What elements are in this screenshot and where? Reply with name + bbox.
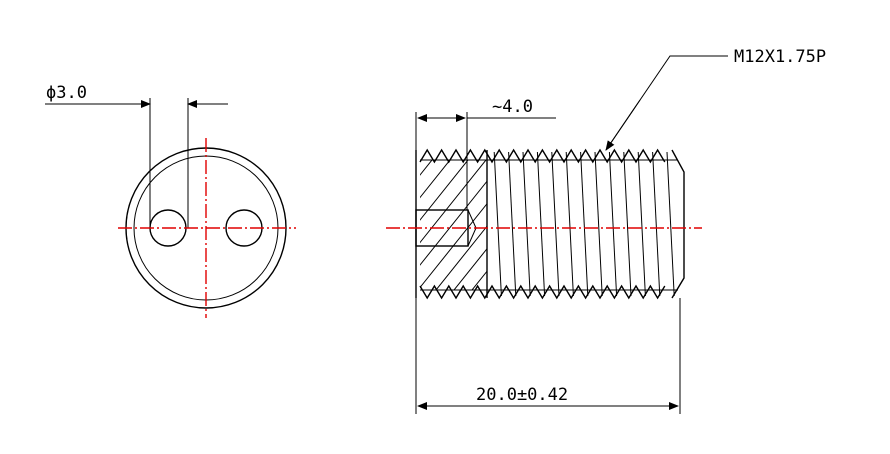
thread-helix-line: [637, 151, 646, 297]
thread-helix-line: [623, 151, 632, 297]
thread-helix-line: [508, 151, 517, 297]
hatch-line: [477, 160, 487, 290]
thread-crest-bottom: [419, 284, 666, 300]
hatch-line: [420, 160, 487, 290]
hatch-line: [190, 100, 390, 350]
hatch-line: [172, 100, 372, 350]
hatch-line: [100, 100, 300, 350]
hole-depth-label: ~4.0: [492, 97, 533, 117]
hatch-line: [420, 160, 487, 290]
thread-helix-line: [493, 151, 502, 297]
hatch-line: [441, 160, 487, 290]
drill-tip-bottom: [467, 227, 477, 247]
hatch-line: [532, 100, 732, 350]
thread-helix-line: [522, 151, 531, 297]
hatch-line: [420, 160, 427, 290]
end-view: ϕ3.0: [45, 83, 296, 318]
hatch-line: [604, 100, 804, 350]
thread-helix-line: [580, 151, 589, 297]
hatch-line: [420, 160, 487, 290]
thread-helix-line: [608, 151, 618, 297]
hatch-line: [420, 160, 481, 290]
thread-helix-line: [594, 151, 603, 297]
thread-helix-line: [565, 151, 574, 297]
section-hatching: [100, 100, 804, 350]
hatch-line: [136, 100, 336, 350]
hatch-line: [420, 160, 487, 290]
hatch-line: [423, 160, 487, 290]
hatch-line: [118, 100, 318, 350]
hatch-line: [550, 100, 750, 350]
thread-helix-lines: [493, 151, 675, 297]
hole-diameter-label: ϕ3.0: [46, 83, 87, 103]
thread-leader: [605, 55, 728, 151]
drill-tip-top: [467, 209, 477, 229]
hatch-line: [420, 160, 487, 290]
thread-helix-line: [652, 151, 661, 297]
thread-helix-line: [536, 151, 546, 297]
thread-helix-line: [666, 151, 675, 297]
hatch-line: [459, 160, 487, 290]
thread-spec-label: M12X1.75P: [734, 47, 826, 67]
hatch-line: [586, 100, 786, 350]
hatch-line: [568, 100, 768, 350]
hatch-line: [208, 100, 408, 350]
side-view: ~4.0 M12X1.75P 20.0±0.42: [100, 47, 826, 414]
hatch-line: [420, 160, 463, 290]
hatch-line: [420, 160, 445, 290]
right-chamfer: [671, 149, 685, 299]
overall-length-label: 20.0±0.42: [476, 385, 568, 405]
hatch-line: [154, 100, 354, 350]
hatch-line: [496, 100, 696, 350]
thread-helix-line: [551, 151, 560, 297]
thread-leader-arrow: [605, 99, 641, 151]
